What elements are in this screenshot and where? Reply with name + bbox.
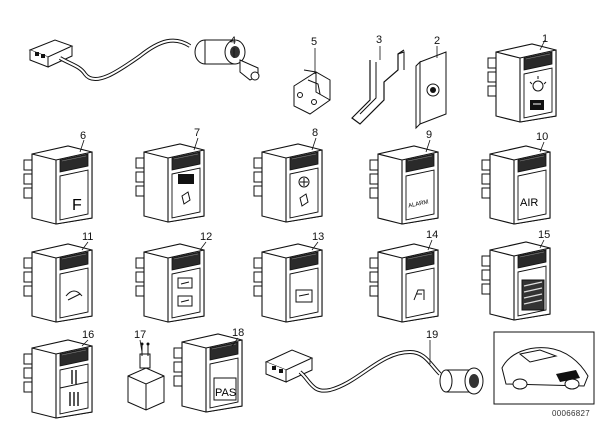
callout-part-9: 9 <box>426 129 433 141</box>
part-7-switch <box>135 143 205 223</box>
callout-part-8: 8 <box>312 127 319 139</box>
part-2-cover-plate <box>415 51 447 130</box>
callout-part-6: 6 <box>80 130 87 142</box>
part-14-switch <box>369 243 439 323</box>
callout-part-3: 3 <box>376 34 383 46</box>
part-10-face-label: AIR <box>520 197 538 209</box>
part-13-switch <box>253 243 323 323</box>
callout-part-1: 1 <box>542 33 549 45</box>
callout-part-18: 18 <box>232 327 245 339</box>
part-6-face-label: F <box>72 197 82 214</box>
diagram-id: 00066827 <box>552 409 590 418</box>
callout-part-13: 13 <box>312 231 325 243</box>
callout-part-7: 7 <box>194 127 201 139</box>
part-11-switch <box>23 243 93 323</box>
part-18-face-label: PAS <box>215 387 236 399</box>
callout-part-2: 2 <box>434 35 441 47</box>
part-3-wire-bracket <box>351 49 405 125</box>
vehicle-locator-thumbnail <box>493 331 595 405</box>
part-4-lock-with-cable <box>28 38 260 81</box>
callout-part-17: 17 <box>134 329 147 341</box>
part-8-switch <box>253 143 323 223</box>
callout-part-16: 16 <box>82 329 95 341</box>
callout-part-4: 4 <box>230 35 237 47</box>
leader-lines <box>79 39 546 364</box>
callout-part-14: 14 <box>426 229 439 241</box>
callout-part-10: 10 <box>536 131 549 143</box>
part-15-switch <box>481 241 551 321</box>
callout-part-12: 12 <box>200 231 213 243</box>
callout-part-15: 15 <box>538 229 551 241</box>
part-9-face-label: ALARM <box>408 199 429 209</box>
part-16-switch <box>23 339 93 419</box>
part-12-switch <box>135 243 205 323</box>
part-19-socket-with-cable <box>264 349 484 395</box>
callout-part-5: 5 <box>311 36 318 48</box>
part-5-bracket <box>293 69 331 115</box>
callout-part-11: 11 <box>82 231 94 243</box>
part-17-relay <box>127 342 165 411</box>
callout-part-19: 19 <box>426 329 439 341</box>
part-18-switch <box>173 333 243 413</box>
part-1-switch <box>487 43 557 123</box>
